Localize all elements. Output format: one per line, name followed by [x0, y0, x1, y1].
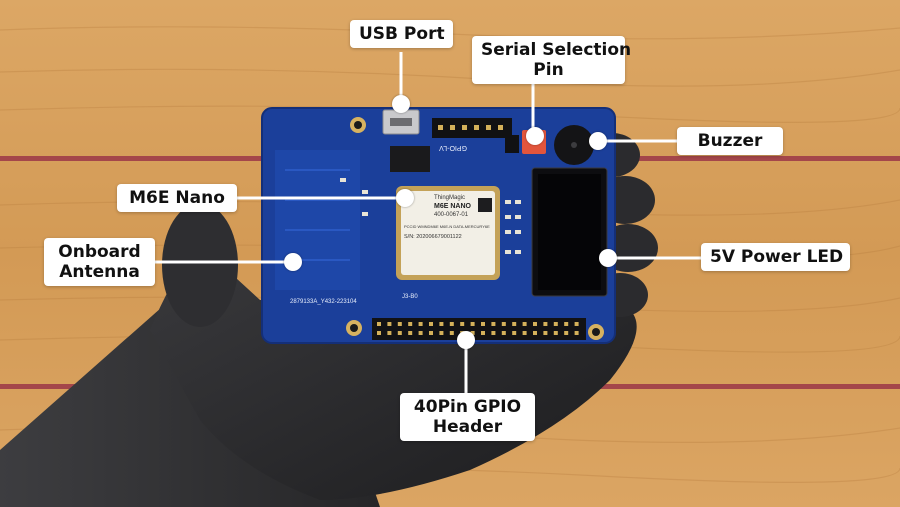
m6e-dot — [396, 189, 414, 207]
gpio-pin — [429, 331, 433, 335]
silk-j3: J3-B0 — [402, 294, 418, 300]
ic-chip — [390, 146, 430, 172]
gpio-pin — [387, 331, 392, 335]
gpio-pin — [553, 331, 558, 335]
gpio-pin — [377, 322, 381, 326]
gpio-pin — [377, 331, 381, 335]
buzzer-dot — [589, 132, 607, 150]
module-brand: ThingMagic — [434, 195, 465, 201]
buzzer-label: Buzzer — [677, 127, 783, 155]
gpio-pin — [553, 322, 558, 326]
gpio-dot — [457, 331, 475, 349]
gpio-pin — [574, 322, 579, 326]
serial-pin-dot — [526, 127, 544, 145]
gpio-pin — [418, 331, 423, 335]
gpio-pin — [533, 331, 537, 335]
gpio-pin — [481, 322, 485, 326]
usb-port-label: USB Port — [350, 20, 453, 48]
serial-selection-label: Serial Selection Pin — [472, 36, 632, 84]
gpio-pin — [439, 322, 444, 326]
gpio-pin — [408, 322, 413, 326]
silk-id: 2879133A_Y432-223104 — [290, 299, 357, 305]
gpio-pin — [449, 331, 454, 335]
gpio-pin — [470, 322, 475, 326]
power-led-label: 5V Power LED — [701, 243, 850, 271]
onboard-antenna-label: Onboard Antenna — [44, 238, 155, 286]
buzzer-text: Buzzer — [697, 131, 763, 151]
serial-selection-text-2: Pin — [533, 60, 564, 80]
gpio-pin — [543, 322, 548, 326]
m6e-nano-text: M6E Nano — [129, 188, 225, 208]
module-desc: PCCID WMNDM6E M6E-N DATA-MERCURY6E — [404, 224, 490, 229]
gpio-pin — [501, 322, 506, 326]
m6e-nano-label: M6E Nano — [117, 184, 237, 212]
power-led-dot — [599, 249, 617, 267]
gpio-header-pins — [372, 318, 586, 340]
gpio-pin — [574, 331, 579, 335]
gpio-pin — [564, 322, 569, 326]
gpio-pin — [449, 322, 454, 326]
gpio-pin — [491, 322, 496, 326]
gpio-pin — [397, 322, 402, 326]
gpio-pin — [429, 322, 433, 326]
callout-lines — [155, 52, 701, 393]
gpio-header-text-2: Header — [432, 417, 503, 437]
gpio-pin — [397, 331, 402, 335]
module-serial: S/N: 202006679001122 — [404, 234, 462, 240]
gpio-pin — [522, 331, 527, 335]
serial-selection-text-1: Serial Selection — [481, 40, 632, 60]
onboard-antenna-text-1: Onboard — [58, 242, 141, 262]
antenna-dot — [284, 253, 302, 271]
top-header — [432, 118, 512, 138]
gpio-pin — [460, 322, 465, 326]
usb-port-dot — [392, 95, 410, 113]
gpio-pin — [491, 331, 496, 335]
gpio-pin — [564, 331, 569, 335]
power-led-text: 5V Power LED — [710, 247, 844, 267]
module-part: 400-0067-01 — [434, 212, 469, 218]
gpio-pin — [387, 322, 392, 326]
gpio-pin — [522, 322, 527, 326]
onboard-antenna-text-2: Antenna — [59, 262, 140, 282]
gpio-pin — [512, 331, 517, 335]
gpio-pin — [439, 331, 444, 335]
gpio-header-label: 40Pin GPIO Header — [400, 393, 535, 441]
silk-gpio: GPIO-LV — [439, 144, 467, 151]
gpio-pin — [533, 322, 537, 326]
glove-thumb — [162, 203, 238, 327]
gpio-pin — [481, 331, 485, 335]
gpio-pin — [543, 331, 548, 335]
gpio-header-text-1: 40Pin GPIO — [413, 397, 522, 417]
gpio-pin — [501, 331, 506, 335]
module-name: M6E NANO — [434, 203, 472, 210]
gpio-pin — [408, 331, 413, 335]
gpio-pin — [418, 322, 423, 326]
gpio-pin — [512, 322, 517, 326]
usb-port-text: USB Port — [359, 24, 445, 44]
